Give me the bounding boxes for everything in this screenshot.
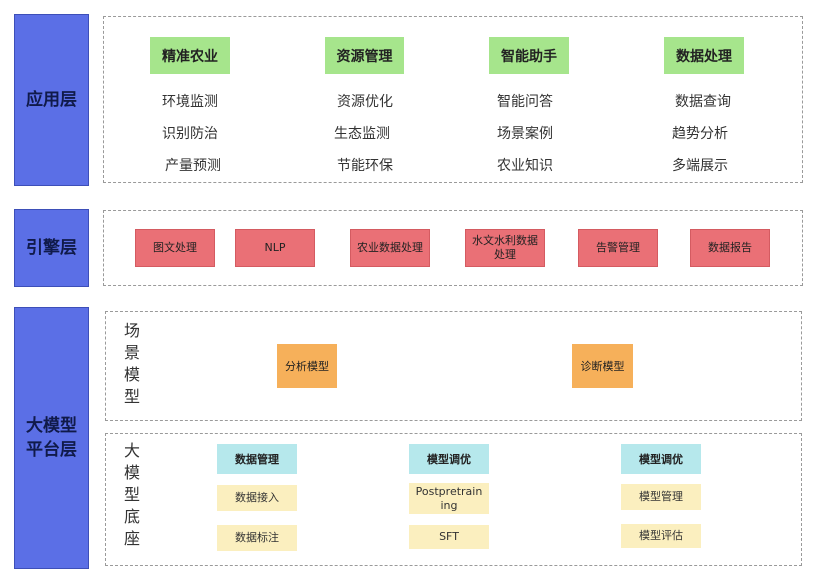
app-item: 数据查询 [675,94,731,110]
app-item: 场景案例 [497,126,553,142]
base-category: 数据管理 [217,444,297,474]
app-item: 生态监测 [334,126,390,142]
base-item: Postpretraining [409,483,489,514]
scene-model-panel [105,311,802,421]
app-item: 趋势分析 [672,126,728,142]
application-layer-label: 应用层 [14,14,89,186]
app-item: 识别防治 [162,126,218,142]
app-item: 农业知识 [497,158,553,174]
engine-item: 图文处理 [135,229,215,267]
scene-model-item: 诊断模型 [572,344,633,388]
platform-layer-text: 大模型平台层 [26,416,77,460]
application-layer-text: 应用层 [26,90,77,110]
base-category: 模型调优 [621,444,701,474]
app-item: 产量预测 [165,158,221,174]
scene-model-label: 场景模型 [123,321,140,406]
base-category: 模型调优 [409,444,489,474]
app-category-smart-assistant: 智能助手 [489,37,569,74]
engine-layer-label: 引擎层 [14,209,89,287]
base-model-label: 大模型底座 [123,441,140,548]
engine-layer-text: 引擎层 [26,238,77,258]
engine-item: 水文水利数据处理 [465,229,545,267]
app-item: 环境监测 [162,94,218,110]
platform-layer-label: 大模型平台层 [14,307,89,569]
engine-item: NLP [235,229,315,267]
base-item: 数据标注 [217,525,297,551]
engine-item: 告警管理 [578,229,658,267]
base-item: 数据接入 [217,485,297,511]
app-item: 资源优化 [337,94,393,110]
base-item: 模型评估 [621,524,701,548]
app-category-data-processing: 数据处理 [664,37,744,74]
app-item: 智能问答 [497,94,553,110]
engine-item: 数据报告 [690,229,770,267]
app-category-resource-management: 资源管理 [325,37,404,74]
app-category-precision-agriculture: 精准农业 [150,37,230,74]
app-item: 节能环保 [337,158,393,174]
base-item: 模型管理 [621,484,701,510]
base-item: SFT [409,525,489,549]
app-item: 多端展示 [672,158,728,174]
scene-model-item: 分析模型 [277,344,337,388]
engine-layer-panel [103,210,803,286]
engine-item: 农业数据处理 [350,229,430,267]
